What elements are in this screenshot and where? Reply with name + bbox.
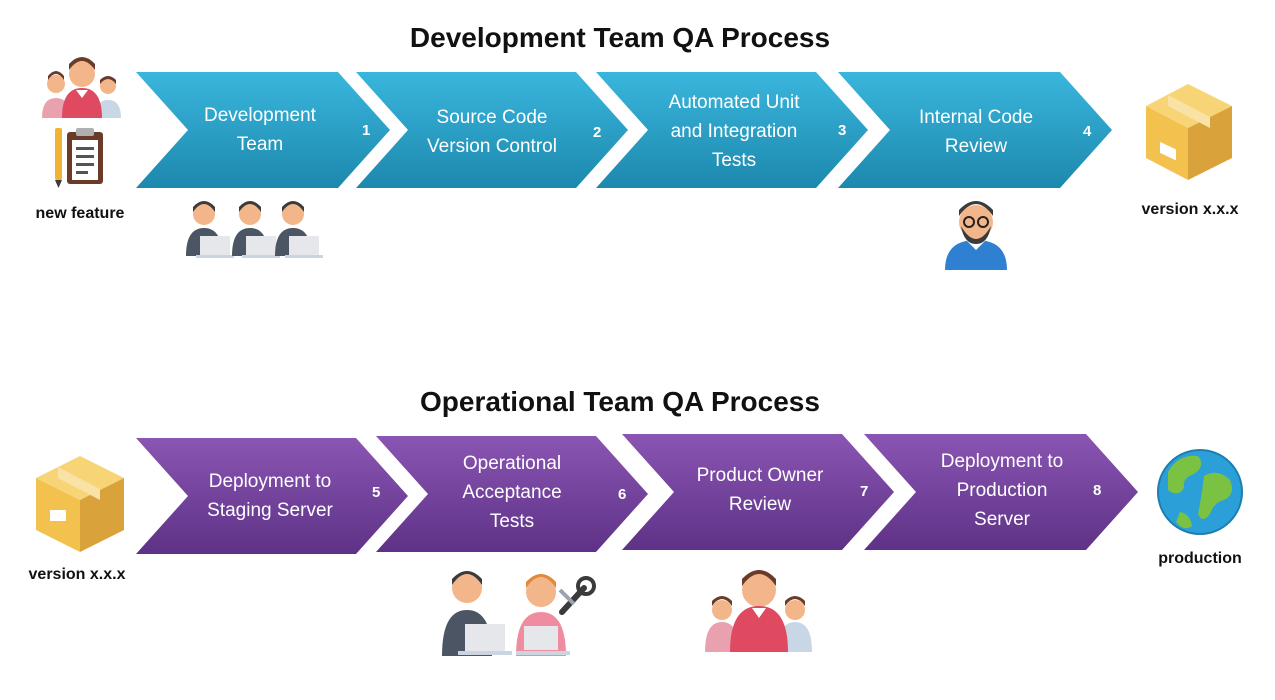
- step-4-label: Internal Code Review: [918, 107, 1034, 157]
- ops-version-label: version x.x.x: [28, 566, 126, 583]
- chevron-step-2: [356, 72, 628, 188]
- step-6-number: 6: [618, 486, 627, 503]
- step-6-label: Operational Acceptance Tests: [462, 453, 562, 532]
- step-2-label: Source Code Version Control: [427, 107, 557, 157]
- step-5-number: 5: [372, 484, 381, 501]
- step-4-number: 4: [1083, 123, 1092, 140]
- step-1-label: Development Team: [204, 105, 316, 155]
- chevron-step-8: [864, 434, 1138, 550]
- step-5-label: Deployment to Staging Server: [207, 471, 333, 521]
- reviewer-icon: [945, 201, 1007, 270]
- globe-icon: [1157, 449, 1243, 535]
- step-7-label: Product Owner Review: [696, 465, 824, 515]
- dev-version-label: version x.x.x: [1141, 201, 1239, 218]
- support-icon: [442, 571, 596, 656]
- owner-team-icon: [705, 570, 812, 652]
- new-feature-label: new feature: [35, 205, 125, 222]
- chevron-step-1: [136, 72, 390, 188]
- ops-process-title: Operational Team QA Process: [420, 386, 820, 417]
- step-7-number: 7: [860, 483, 869, 500]
- package-icon: [1146, 84, 1232, 180]
- step-3-label: Automated Unit and Integration Tests: [668, 92, 800, 171]
- package-icon: [36, 456, 124, 552]
- chevron-step-7: [622, 434, 894, 550]
- chevron-step-6: [376, 436, 648, 552]
- dev-process-title: Development Team QA Process: [409, 22, 831, 53]
- step-2-number: 2: [593, 124, 602, 141]
- step-8-number: 8: [1093, 482, 1102, 499]
- developers-icon: [186, 201, 323, 258]
- production-label: production: [1158, 550, 1242, 567]
- step-8-label: Deployment to Production Server: [940, 451, 1064, 530]
- step-3-number: 3: [838, 122, 847, 139]
- chevron-step-4: [838, 72, 1112, 188]
- team-icon: [42, 57, 121, 118]
- chevron-step-5: [136, 438, 408, 554]
- chevron-step-3: [596, 72, 868, 188]
- clipboard-icon: [55, 128, 103, 188]
- step-1-number: 1: [362, 122, 371, 139]
